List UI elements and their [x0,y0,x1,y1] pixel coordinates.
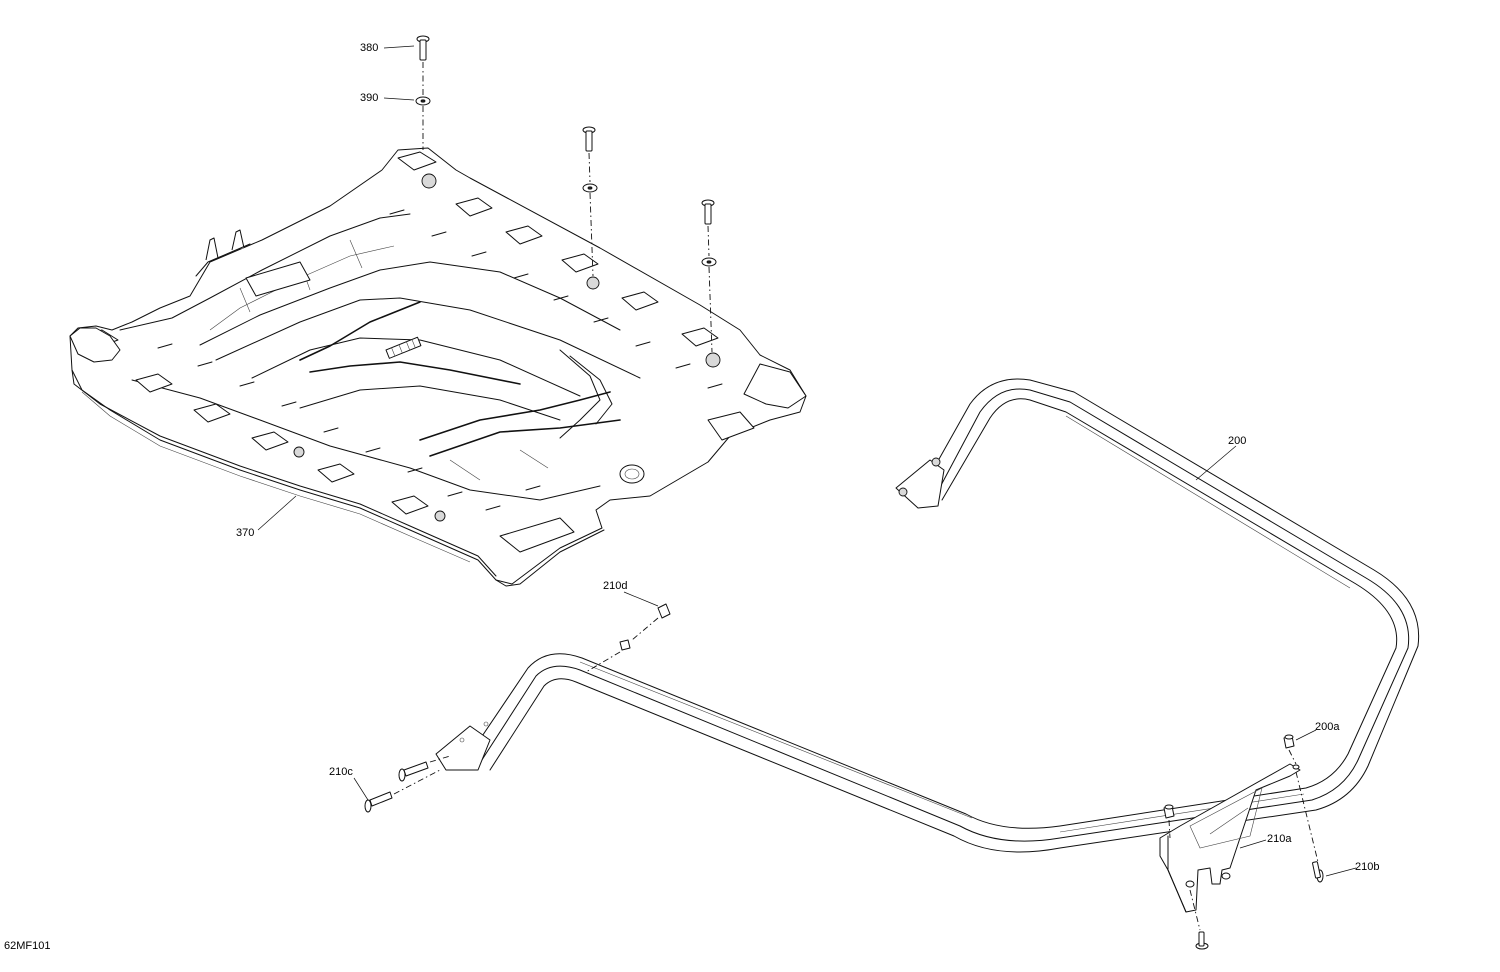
screw-210c-lower [364,791,393,813]
screw-right [701,199,717,267]
bracket-210a [1159,734,1301,913]
screw-210c-upper [398,761,429,782]
callout-380: 380 [360,42,379,54]
callout-390: 390 [360,92,379,104]
callout-210c: 210c [329,766,353,778]
callout-210b: 210b [1355,861,1380,873]
callout-210a: 210a [1267,833,1292,845]
callout-210d: 210d [603,580,628,592]
callout-200a: 200a [1315,721,1340,733]
screw-center [582,126,598,193]
washer-390 [415,96,431,106]
callout-200: 200 [1228,435,1247,447]
leader-lines [257,45,1357,877]
screw-380 [416,35,430,61]
screw-bottom [1195,931,1209,950]
roof-panel [69,147,807,587]
nut-210d [619,603,671,651]
callout-370: 370 [236,527,255,539]
screw-210b [1312,861,1324,883]
drawing-code: 62MF101 [4,940,51,952]
rear-bar [435,378,1420,853]
